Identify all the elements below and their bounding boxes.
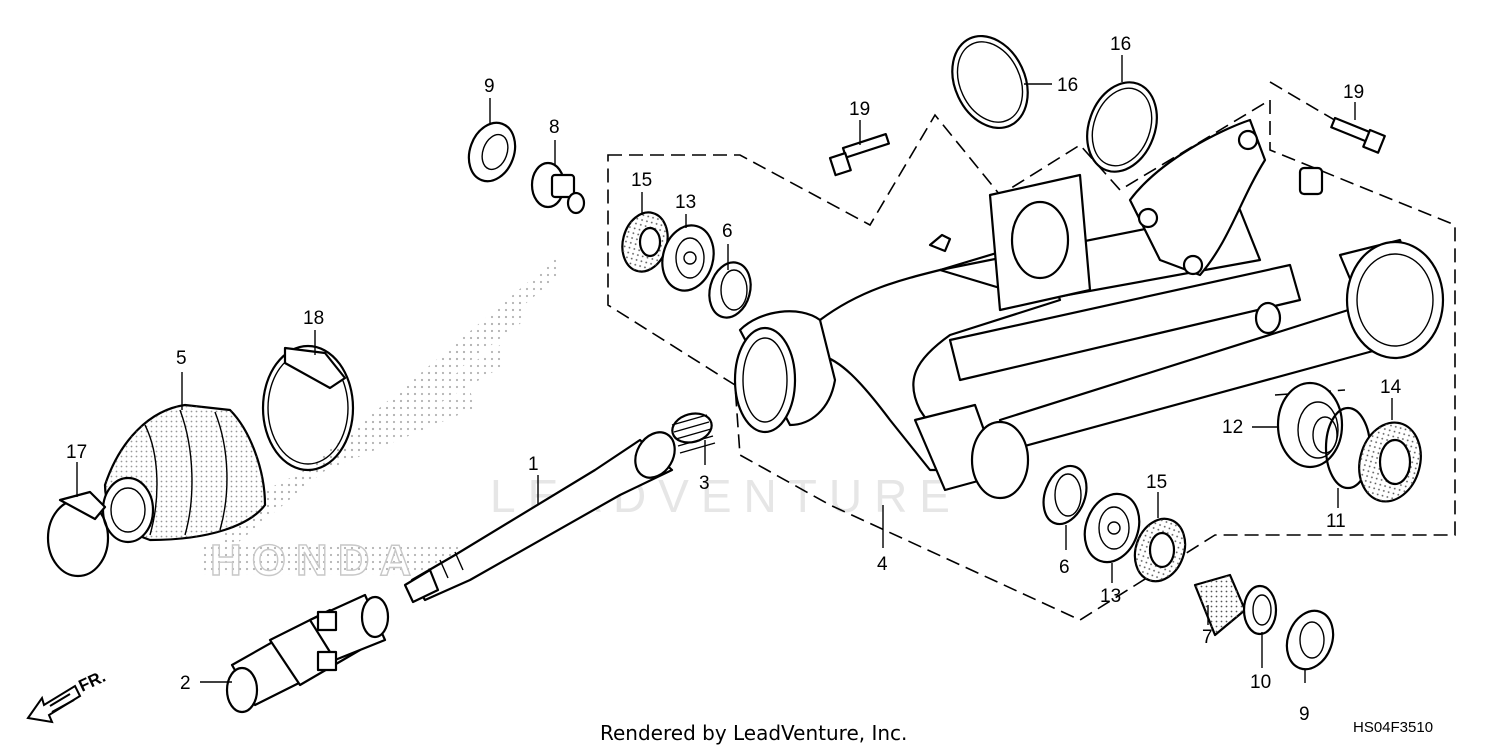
callout-16-ring: 16: [1110, 34, 1131, 55]
o-ring-lower: [1086, 81, 1158, 173]
callout-6-lower: 6: [1059, 557, 1070, 578]
bolt-left: [828, 132, 890, 177]
spring: [671, 412, 716, 454]
front-direction-arrow: [26, 684, 82, 724]
callout-2: 2: [180, 673, 191, 694]
bearing-upper: [661, 224, 715, 292]
callout-1: 1: [528, 454, 539, 475]
lock-nut-upper: [467, 121, 517, 183]
callout-16-left: 16: [1057, 75, 1078, 96]
leader-lines: [76, 55, 1393, 683]
drive-shaft: [403, 431, 676, 604]
callout-19-left: 19: [849, 99, 870, 120]
dust-seal-upper: [708, 261, 752, 319]
footer-credit: Rendered by LeadVenture, Inc.: [600, 721, 907, 745]
rubber-boot: [101, 403, 267, 544]
o-ring-upper: [951, 34, 1029, 130]
callouts: 1 2 3 4 5 6 6 7 8 9 9 10 11 12 13 13 14 …: [66, 34, 1402, 725]
callout-9-upper: 9: [484, 76, 495, 97]
bearing-lower: [1083, 492, 1141, 564]
honda-watermark: HONDA: [210, 536, 421, 585]
bolt-right: [1330, 116, 1386, 154]
callout-19-right: 19: [1343, 82, 1364, 103]
callout-3: 3: [699, 473, 710, 494]
universal-joint: [225, 593, 390, 714]
callout-6-upper: 6: [722, 221, 733, 242]
callout-13-upper: 13: [675, 192, 696, 213]
front-direction-label: FR.: [76, 667, 109, 696]
swingarm: [733, 118, 1445, 500]
dust-seal-lower: [1042, 464, 1088, 526]
boot-band-small: [46, 490, 110, 578]
callout-5: 5: [176, 348, 187, 369]
callout-12: 12: [1222, 417, 1243, 438]
lock-nut-lower: [1285, 609, 1335, 671]
callout-15-upper: 15: [631, 170, 652, 191]
boot-band-large: [261, 344, 355, 472]
callout-13-lower: 13: [1100, 586, 1121, 607]
cap-plug: [530, 161, 586, 215]
snap-ring: [1242, 584, 1278, 636]
honda-wing-watermark: [200, 255, 560, 575]
callout-18: 18: [303, 308, 324, 329]
callout-7: 7: [1202, 627, 1213, 648]
oil-seal-right: [1358, 421, 1422, 503]
callout-11: 11: [1326, 511, 1346, 532]
callout-17: 17: [66, 442, 87, 463]
callout-4: 4: [877, 554, 888, 575]
bellows-boot: [1193, 573, 1247, 637]
callout-10: 10: [1250, 672, 1271, 693]
oil-seal-lower: [1133, 517, 1187, 583]
seal-holder: [1276, 381, 1344, 469]
callout-9-lower: 9: [1299, 704, 1310, 725]
diagram-reference-code: HS04F3510: [1353, 719, 1433, 736]
callout-8: 8: [549, 117, 560, 138]
callout-14: 14: [1380, 377, 1402, 398]
callout-15-lower: 15: [1146, 472, 1167, 493]
